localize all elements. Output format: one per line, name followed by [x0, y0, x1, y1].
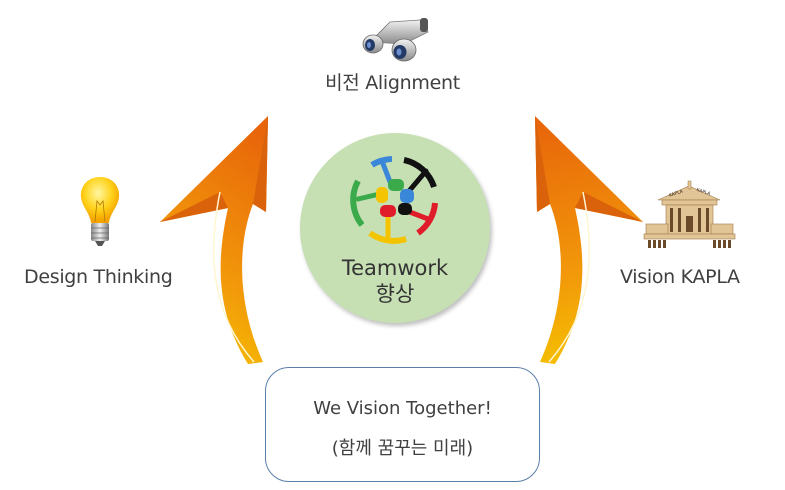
- teamwork-hands-icon: [348, 153, 440, 245]
- slogan-line-2: (함께 꿈꾸는 미래): [331, 438, 474, 459]
- right-up-arrow: [530, 112, 645, 367]
- building-sign-left: KAPLA: [668, 188, 684, 198]
- teamwork-circle: Teamwork 향상: [300, 133, 490, 323]
- center-subtitle: 향상: [375, 282, 415, 306]
- top-label: 비전 Alignment: [325, 72, 460, 94]
- binoculars-icon: [360, 14, 432, 64]
- right-label: Vision KAPLA: [620, 266, 740, 288]
- lightbulb-icon: [78, 175, 122, 257]
- left-up-arrow: [158, 112, 273, 367]
- building-sign-right: KAPLA: [696, 187, 712, 197]
- slogan-line-1: We Vision Together!: [313, 398, 492, 419]
- kapla-building-icon: KAPLA KAPLA: [642, 180, 737, 250]
- bottom-slogan-box: We Vision Together! (함께 꿈꾸는 미래): [265, 367, 540, 482]
- left-label: Design Thinking: [24, 266, 173, 288]
- center-title: Teamwork: [341, 256, 449, 280]
